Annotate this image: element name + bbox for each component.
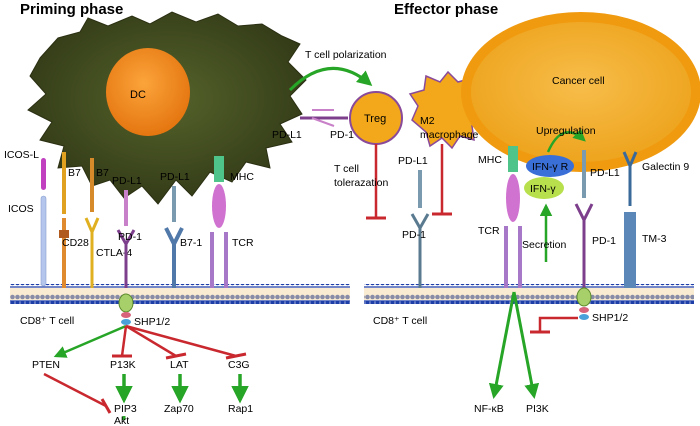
inhibit-lat [125, 324, 177, 358]
pd1-receptor-left [116, 229, 136, 288]
mhc-label-right: MHC [478, 154, 502, 166]
cd8-label-right: CD8⁺ T cell [373, 315, 427, 327]
icos-receptor [40, 195, 47, 287]
secretion-label: Secretion [522, 239, 567, 251]
pdl1-ligand-m2 [418, 170, 422, 208]
lat-label: LAT [170, 359, 189, 371]
pd1-label-mid: PD-1 [330, 129, 354, 141]
cancer-cell-label: Cancer cell [552, 75, 605, 87]
b7-label-a: B7 [68, 167, 81, 179]
shp-label-right: SHP1/2 [592, 312, 628, 324]
b7-ligand-b [90, 158, 94, 212]
polarization-arrow [288, 67, 373, 92]
pd1-label-left: PD-1 [118, 231, 142, 243]
tim3-label: TM-3 [642, 233, 667, 245]
arrow-to-pten [53, 324, 127, 358]
pdl1-label-left: PD-L1 [112, 175, 142, 187]
shp-phosphatase-right [576, 287, 592, 307]
shp-label-left: SHP1/2 [134, 316, 170, 328]
rap1-label: Rap1 [228, 403, 253, 415]
pip3-label: PIP3 [114, 403, 137, 415]
p13k-label: P13K [110, 359, 136, 371]
pd1-receptor-right [574, 203, 594, 288]
arrow-to-pi3k [512, 291, 540, 399]
tolerance-label-2: tolerazation [334, 177, 388, 189]
nfkb-label: NF-κB [474, 403, 504, 415]
pd1-label-m2: PD-1 [402, 229, 426, 241]
tcr-receptor-right [504, 226, 522, 288]
priming-phase-heading: Priming phase [20, 1, 123, 18]
pdl1-ligand-right [582, 150, 586, 198]
ifng-receptor [526, 155, 574, 177]
pi3k-label: PI3K [526, 403, 549, 415]
tcr-label-left: TCR [232, 237, 254, 249]
icos-label: ICOS [8, 203, 34, 215]
b7-label-b: B7 [96, 167, 109, 179]
cd28-label: CD28 [62, 237, 89, 249]
arrow-to-nfkb [488, 291, 516, 399]
m2-label-2: macrophage [420, 129, 479, 141]
upregulation-label: Upregulation [536, 125, 596, 137]
shp-inhibits-pi3k [538, 316, 578, 332]
tcr-receptor-left [210, 232, 228, 288]
akt-label: Akt [114, 415, 129, 426]
pd1-receptor-m2 [410, 213, 430, 288]
inhibit-p13k [120, 325, 128, 357]
mhc-complex-left [214, 156, 224, 182]
b7-ligand-a [62, 152, 66, 214]
galectin9-label: Galectin 9 [642, 161, 689, 173]
pdl1-label-mid: PD-L1 [272, 129, 302, 141]
c3g-label: C3G [228, 359, 250, 371]
dc-label: DC [130, 89, 146, 101]
mhc-complex-right [508, 146, 518, 172]
tcr-label-right: TCR [478, 225, 500, 237]
ifng-cytokine [524, 177, 564, 199]
pten-inhibits-pip3 [43, 372, 107, 408]
tolerance-label-1: T cell [334, 163, 359, 175]
ifngr-label: IFN-γ R [532, 161, 569, 173]
pd1-label-right: PD-1 [592, 235, 616, 247]
ctla4-label: CTLA-4 [96, 247, 132, 259]
shp-phosphatase-left [118, 293, 134, 313]
icosl-label: ICOS-L [4, 149, 39, 161]
tim3-receptor [624, 212, 636, 288]
mhc-alpha-right [506, 174, 520, 222]
mhc-alpha-left [212, 184, 226, 228]
zap70-label: Zap70 [164, 403, 194, 415]
cd28-receptor [62, 218, 66, 288]
b71-receptor [164, 227, 184, 288]
pten-label: PTEN [32, 359, 60, 371]
cancer-cell [471, 22, 691, 162]
cd8-label-left: CD8⁺ T cell [20, 315, 74, 327]
pdl1-label-m2: PD-L1 [398, 155, 428, 167]
pdl1-ligand-left [124, 190, 128, 226]
icosl-receptor [41, 158, 46, 190]
polarization-label: T cell polarization [305, 49, 387, 61]
pdl1-ligand-b [172, 186, 176, 222]
pdl1-label-b: PD-L1 [160, 171, 190, 183]
ifng-label: IFN-γ [530, 183, 556, 195]
treg-label: Treg [364, 113, 386, 125]
dc-nucleus [106, 48, 190, 136]
effector-phase-heading: Effector phase [394, 1, 498, 18]
b71-label: B7-1 [180, 237, 202, 249]
inhibit-c3g [125, 324, 237, 358]
pdl1-label-right: PD-L1 [590, 167, 620, 179]
mhc-label-left: MHC [230, 171, 254, 183]
galectin9-ligand [622, 151, 638, 206]
ctla4-receptor [84, 217, 100, 288]
upregulation-arrow [546, 128, 586, 153]
m2-label-1: M2 [420, 115, 435, 127]
